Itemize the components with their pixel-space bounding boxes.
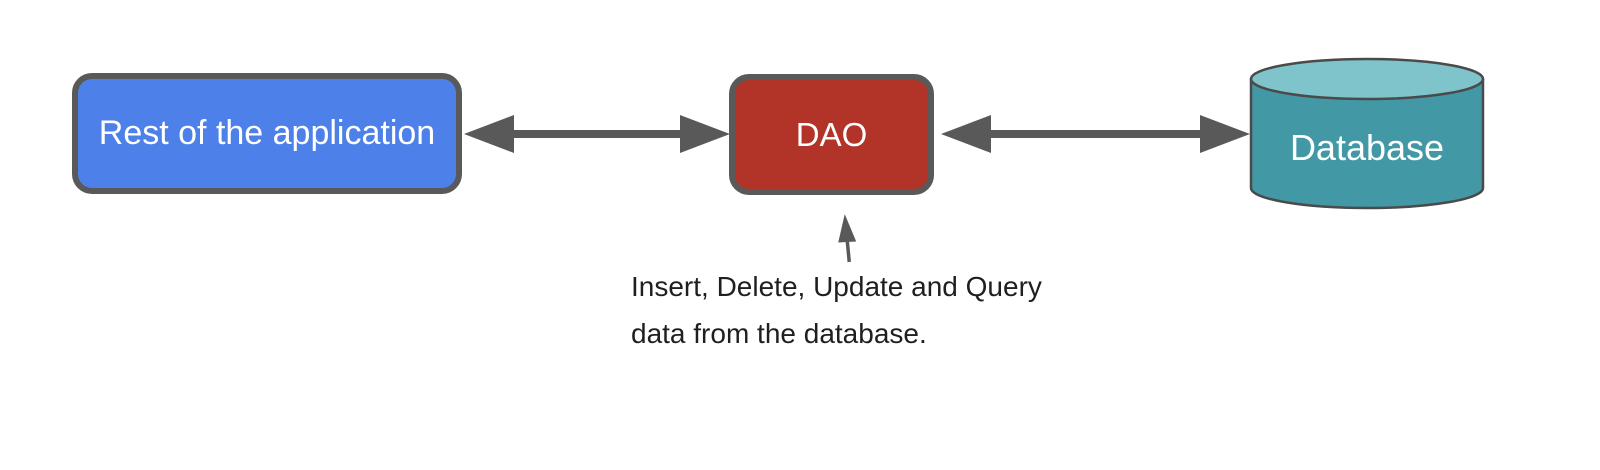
- node-database-label: Database: [1289, 127, 1445, 168]
- node-database-cylinder: [1249, 57, 1485, 210]
- node-rest-of-application: Rest of the application: [72, 73, 462, 194]
- cylinder-body: [1249, 79, 1485, 210]
- node-dao-label: DAO: [795, 115, 868, 153]
- arrowhead-right-icon: [1200, 115, 1250, 153]
- node-dao: DAO: [729, 74, 934, 195]
- annotation-caption-line-2: data from the database.: [631, 318, 927, 349]
- bidirectional-arrow-dao-database: [941, 115, 1250, 153]
- node-rest-of-application-label: Rest of the application: [98, 114, 436, 152]
- annotation-caption-line-1: Insert, Delete, Update and Query: [631, 271, 1042, 302]
- annotation-arrow-shaft: [845, 238, 851, 263]
- cylinder-top: [1249, 57, 1485, 101]
- arrowhead-left-icon: [941, 115, 991, 153]
- bidirectional-arrow-app-dao: [464, 115, 730, 153]
- annotation-arrowhead-icon: [838, 214, 857, 243]
- arrowhead-right-icon: [680, 115, 730, 153]
- annotation-caption: Insert, Delete, Update and Query data fr…: [631, 263, 1071, 357]
- annotation-up-arrow-icon: [838, 214, 857, 263]
- arrowhead-left-icon: [464, 115, 514, 153]
